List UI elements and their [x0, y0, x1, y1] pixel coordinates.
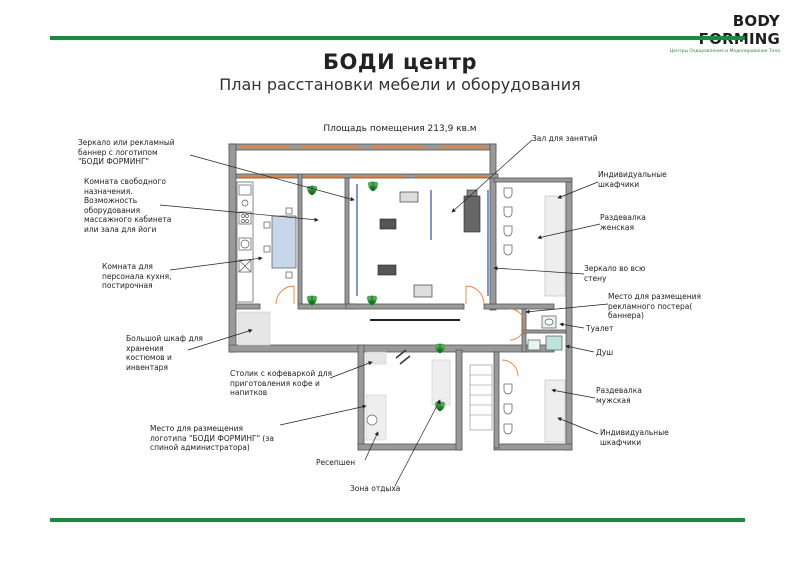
- lockers-women: [503, 187, 566, 297]
- callout-big-closet: Большой шкаф для хранения костюмов и инв…: [126, 334, 203, 372]
- callout-gym-hall: Зал для занятий: [532, 134, 598, 143]
- bottom-divider: [50, 518, 745, 522]
- callout-reception: Ресепшен: [316, 458, 356, 467]
- doors: [275, 285, 525, 377]
- callout-lockers-men: Индивидуальные шкафчики: [600, 428, 669, 447]
- callout-logo-place: Место для размещения логотипа "БОДИ ФОРМ…: [150, 424, 274, 452]
- page-title: БОДИ центр: [323, 50, 477, 74]
- kitchen: [236, 181, 297, 303]
- callout-mirror-wall: Зеркало во всю стену: [584, 264, 646, 283]
- callout-poster-place: Место для размещения рекламного постера(…: [608, 292, 702, 320]
- callout-coffee-table: Столик с кофеваркой для приготовления ко…: [230, 369, 333, 397]
- callout-lockers-women: Индивидуальные шкафчики: [598, 170, 667, 189]
- callout-staff-room: Комната для персонала кухня, постирочная: [102, 262, 172, 290]
- area-text: Площадь помещения 213,9 кв.м: [323, 124, 477, 134]
- mirrors: [356, 184, 489, 296]
- brand-tagline: Центры Оздоровления и Моделирования Тела: [669, 49, 780, 54]
- callout-toilet: Туалет: [586, 324, 614, 333]
- leader-lines: [159, 139, 609, 487]
- staircase: [469, 364, 493, 431]
- callout-rest-zone: Зона отдыха: [350, 484, 401, 493]
- callout-shower: Душ: [596, 348, 614, 357]
- callout-mirror-banner: Зеркало или рекламный баннер с логотипом…: [78, 138, 175, 166]
- sanitary: [527, 315, 563, 351]
- page-subtitle: План расстановки мебели и оборудования: [219, 75, 581, 94]
- top-divider: [50, 36, 745, 40]
- walls: [228, 143, 573, 451]
- callout-dressing-men: Раздевалка мужская: [596, 386, 642, 405]
- gym-equipment: [377, 189, 481, 298]
- lockers-men: [503, 379, 566, 443]
- callout-dressing-women: Раздевалка женская: [600, 213, 646, 232]
- windows: [238, 146, 488, 177]
- callout-free-room: Комната свободного назначения. Возможнос…: [84, 177, 172, 234]
